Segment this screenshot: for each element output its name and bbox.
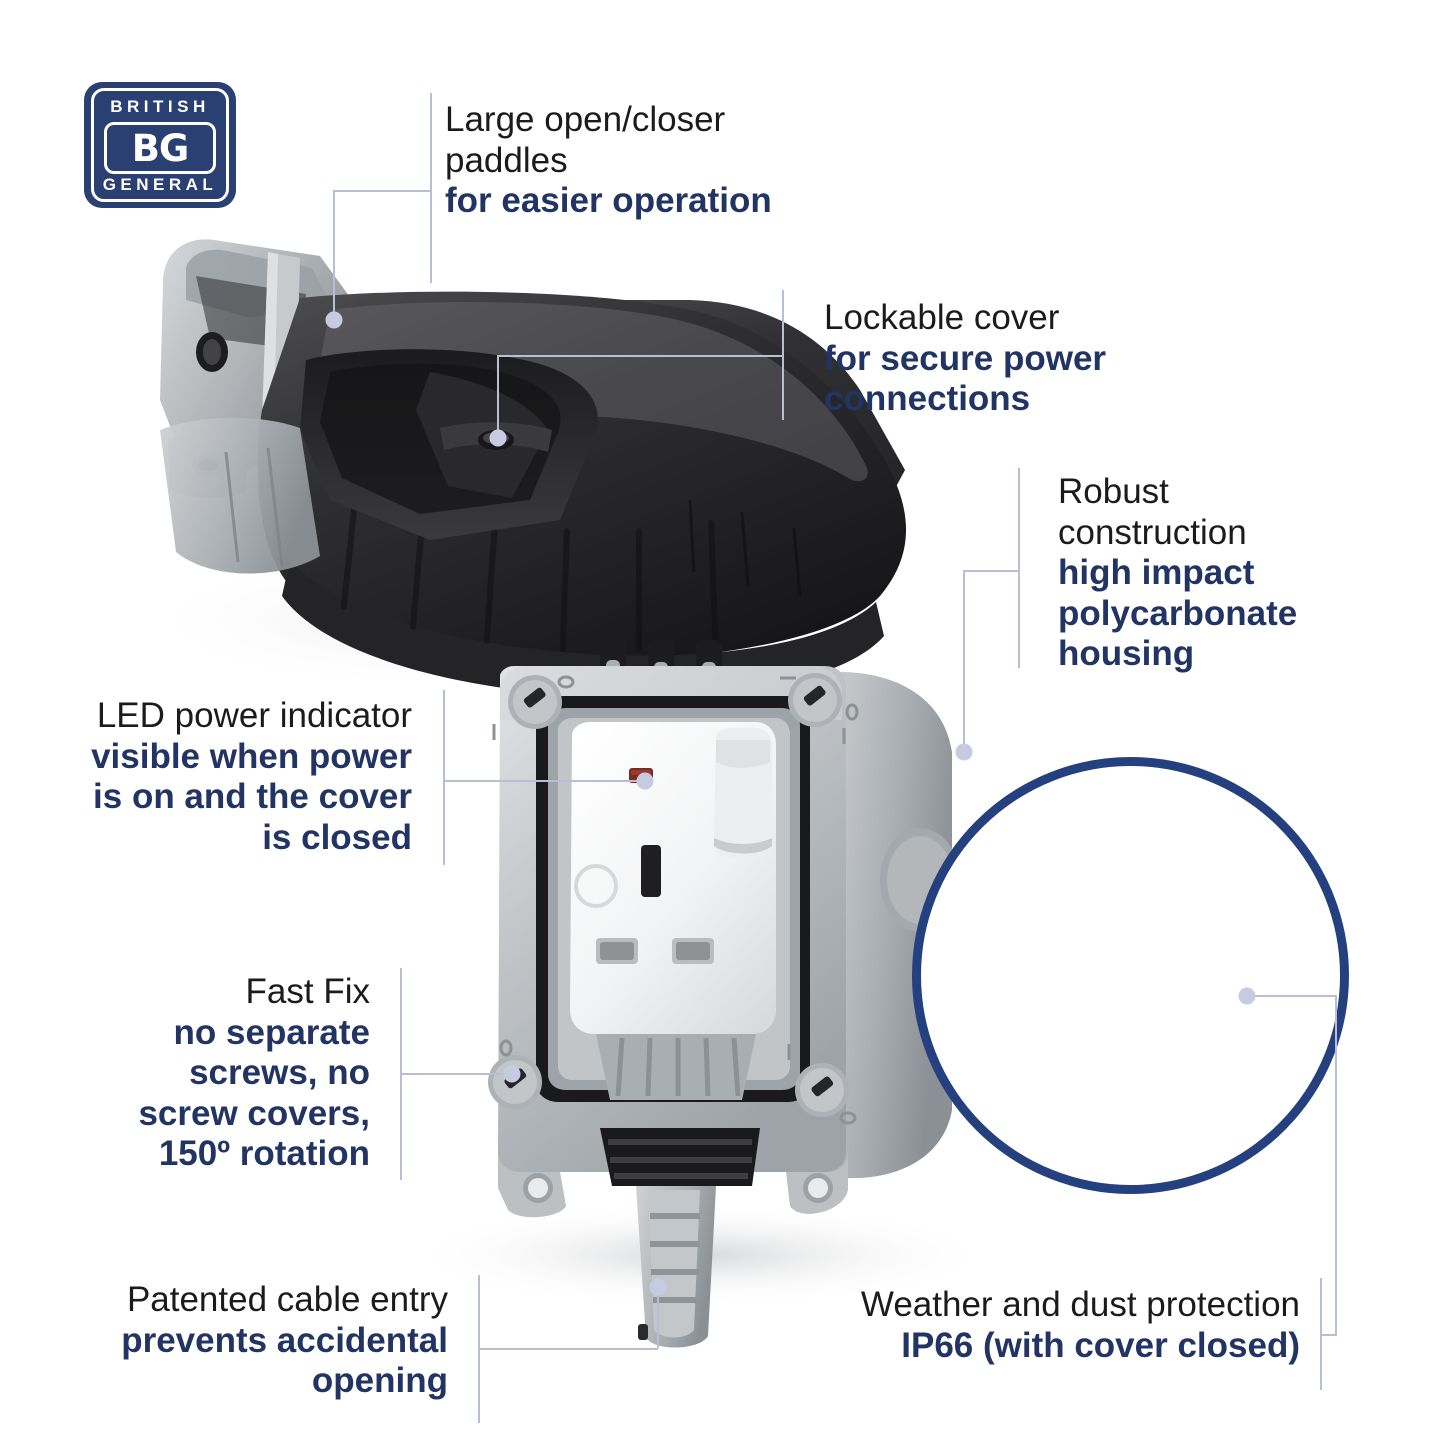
fastfix-screws xyxy=(488,673,849,1117)
callout-cable-entry: Patented cable entry prevents accidental… xyxy=(70,1280,448,1402)
leader-robust-dot xyxy=(955,743,973,761)
callout-fastfix-bold2: screws, no xyxy=(189,1053,370,1093)
callout-led-indicator: LED power indicator visible when power i… xyxy=(40,696,412,858)
leader-paddles-bracket xyxy=(430,93,432,283)
callout-cable-line1: Patented cable entry xyxy=(126,1280,448,1319)
logo-border xyxy=(91,88,229,202)
callout-paddles-line2: paddles xyxy=(445,140,568,180)
leader-cable-v xyxy=(657,1288,659,1348)
callout-lockable-line1: Lockable cover xyxy=(824,298,1060,337)
callout-fastfix-line1: Fast Fix xyxy=(245,972,370,1011)
leader-ip-bracket xyxy=(1320,1278,1322,1390)
leader-robust-v xyxy=(963,570,965,750)
callout-lockable-cover: Lockable cover for secure power connecti… xyxy=(824,298,1106,420)
leader-fastfix-h xyxy=(400,1073,510,1075)
open-cover-assembly xyxy=(160,239,907,698)
logo-text-british: BRITISH xyxy=(110,97,210,116)
leader-ip-h-bottom xyxy=(1320,1334,1337,1336)
callout-fastfix-bold1: no separate xyxy=(173,1012,370,1052)
leader-cable-h xyxy=(478,1348,658,1350)
logo-bg-frame: BG xyxy=(104,122,216,174)
callout-robust-line2: construction xyxy=(1058,512,1247,552)
callout-led-bold2: is on and the cover xyxy=(93,777,412,817)
leader-lockable-dot xyxy=(489,429,507,447)
leader-cable-dot xyxy=(649,1278,667,1296)
callout-fastfix-bold4: 150º rotation xyxy=(158,1134,370,1174)
leader-fastfix-dot xyxy=(503,1065,521,1083)
leader-paddles-dot xyxy=(325,311,343,329)
callout-led-bold1: visible when power xyxy=(91,736,412,776)
leader-led-h xyxy=(443,780,643,782)
logo-text-bg: BG xyxy=(131,126,190,170)
leader-lockable-h xyxy=(497,355,784,357)
callout-led-bold3: is closed xyxy=(262,817,412,857)
callout-cable-bold2: opening xyxy=(311,1361,448,1401)
callout-fastfix-bold3: screw covers, xyxy=(138,1093,370,1133)
callout-fast-fix: Fast Fix no separate screws, no screw co… xyxy=(60,972,370,1175)
callout-ip-line1: Weather and dust protection xyxy=(860,1285,1300,1324)
callout-robust-bold1: high impact xyxy=(1058,553,1255,593)
cable-entry xyxy=(636,1186,716,1348)
socket-enclosure xyxy=(488,666,960,1348)
leader-led-dot xyxy=(636,772,654,790)
callout-lockable-bold2: connections xyxy=(824,379,1031,419)
callout-robust-construction: Robust construction high impact polycarb… xyxy=(1058,472,1297,675)
callout-robust-bold2: polycarbonate xyxy=(1058,593,1298,633)
leader-robust-bracket xyxy=(1018,468,1020,668)
callout-led-line1: LED power indicator xyxy=(96,696,412,735)
leader-ip-h-top xyxy=(1248,995,1336,997)
logo-text-general: GENERAL xyxy=(102,175,218,194)
leader-paddles-v xyxy=(333,190,335,318)
callout-robust-bold3: housing xyxy=(1058,634,1195,674)
leader-lockable-v xyxy=(497,355,499,437)
inset-highlight-circle xyxy=(912,757,1349,1194)
leader-paddles-h xyxy=(333,190,432,192)
leader-led-bracket xyxy=(443,690,445,865)
callout-ip-rating: Weather and dust protection IP66 (with c… xyxy=(820,1285,1300,1366)
callout-paddles: Large open/closer paddles for easier ope… xyxy=(445,100,772,222)
bg-logo: BRITISH BG GENERAL xyxy=(84,82,236,208)
callout-cable-bold1: prevents accidental xyxy=(121,1320,448,1360)
callout-ip-bold1: IP66 (with cover closed) xyxy=(901,1325,1300,1365)
callout-lockable-bold1: for secure power xyxy=(824,338,1107,378)
logo-plate xyxy=(84,82,236,208)
callout-robust-line1: Robust xyxy=(1058,472,1169,511)
leader-ip-v xyxy=(1335,995,1337,1335)
leader-robust-h xyxy=(963,570,1020,572)
leader-ip-dot xyxy=(1238,987,1256,1005)
callout-paddles-bold1: for easier operation xyxy=(445,181,772,221)
callout-paddles-line1: Large open/closer xyxy=(445,100,726,139)
